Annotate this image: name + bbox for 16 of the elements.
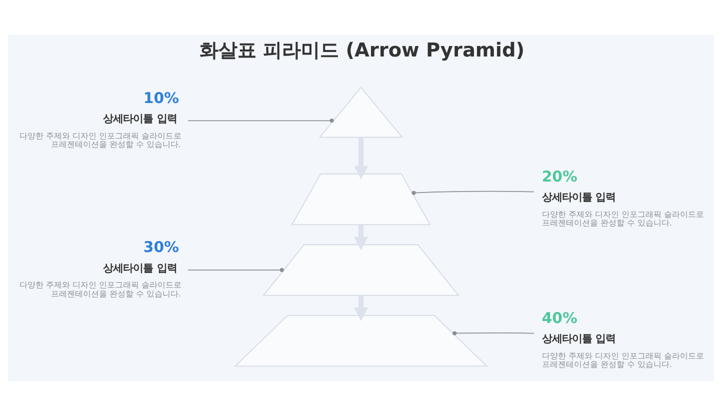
arrow xyxy=(354,295,368,321)
node-triangle xyxy=(318,86,404,138)
node-trapezoid xyxy=(291,172,431,225)
node-text: 10% 상세타이틀 입력 다양한 주제와 디자인 인포그래픽 슬라이드로 프레젠테이션을 완성할 수 있습니다. xyxy=(19,88,182,149)
node-text: 30% 상세타이틀 입력 다양한 주제와 디자인 인포그래픽 슬라이드로 프레젠테이션을 완성할 수 있습니다. xyxy=(19,238,182,298)
diagram-title: 화살표 피라미드 (Arrow Pyramid) xyxy=(199,38,525,61)
node-trapezoid xyxy=(234,314,488,366)
node-trapezoid xyxy=(262,244,460,296)
node-text: 40% 상세타이틀 입력 다양한 주제와 디자인 인포그래픽 슬라이드로 프레젠테이션을 완성할 수 있습니다. xyxy=(542,308,704,369)
connector xyxy=(188,268,284,272)
connector xyxy=(452,330,534,335)
arrow xyxy=(354,224,368,250)
connector xyxy=(412,190,534,194)
node-text: 20% 상세타이틀 입력 다양한 주제와 디자인 인포그래픽 슬라이드로 프레젠테이션을 완성할 수 있습니다. xyxy=(542,166,704,228)
arrow xyxy=(354,136,368,179)
connector xyxy=(188,118,334,122)
